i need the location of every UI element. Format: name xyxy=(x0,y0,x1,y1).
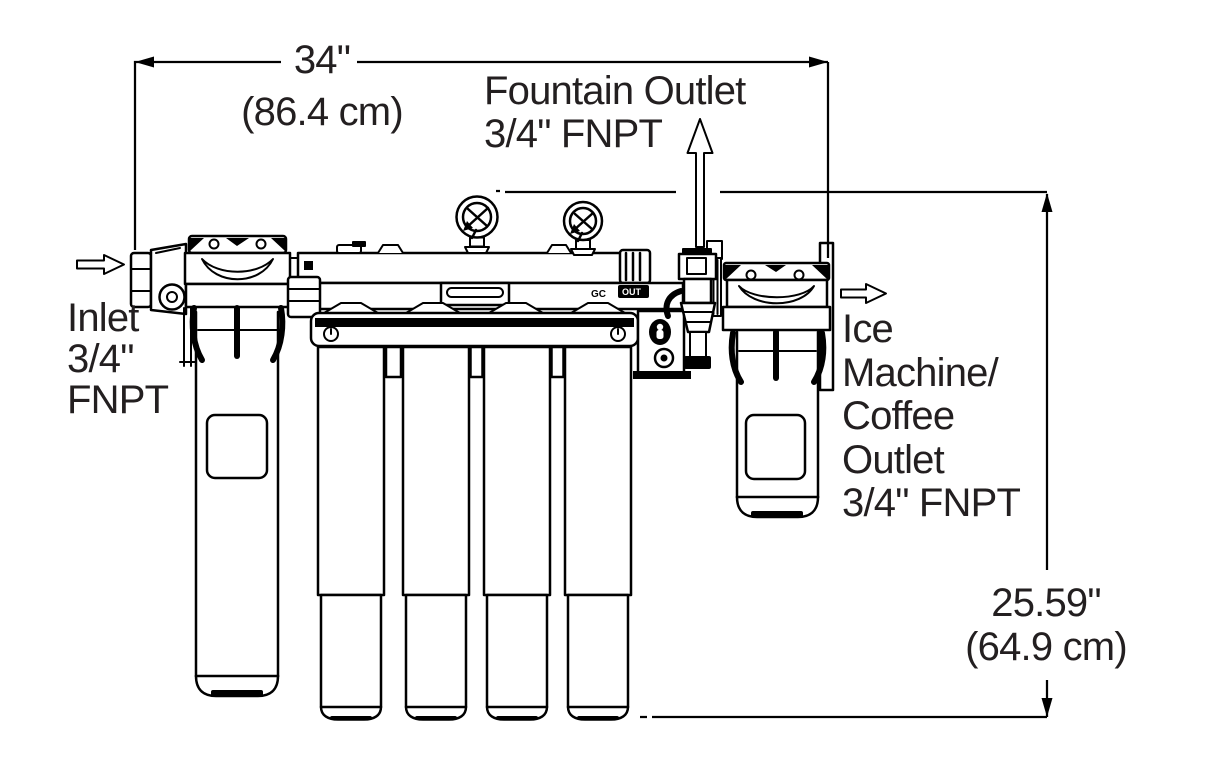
postfilter-label-area xyxy=(744,413,807,481)
fountain-outlet-line1: Fountain Outlet xyxy=(484,69,746,113)
fountain-flow-arrow-icon xyxy=(686,118,714,248)
fountain-outlet-line2: 3/4" FNPT xyxy=(484,112,663,156)
pressure-gauge-1 xyxy=(455,195,499,254)
prefilter-label-area xyxy=(205,413,269,480)
dim-width-inches: 34" xyxy=(293,38,351,82)
ice-machine-coffee-outlet-label: Ice Machine/ Coffee Outlet 3/4" FNPT xyxy=(842,307,1021,526)
dim-height-label: 25.59" (64.9 cm) xyxy=(946,581,1146,669)
manifold: GC OUT xyxy=(286,241,685,319)
inlet-fitting xyxy=(129,242,188,316)
ice-line3: Coffee xyxy=(842,394,955,438)
inlet-line2: 3/4" xyxy=(67,337,134,381)
outlet-valve-assembly xyxy=(633,240,723,379)
dim-width-metric: (86.4 cm) xyxy=(241,90,404,134)
right-postfilter xyxy=(721,241,835,519)
manifold-gc-label: GC xyxy=(591,289,606,300)
inlet-label: Inlet 3/4" FNPT xyxy=(67,296,169,422)
mounting-bracket xyxy=(309,311,640,348)
flow-arrows xyxy=(76,118,887,304)
fountain-outlet-label: Fountain Outlet 3/4" FNPT xyxy=(484,70,746,156)
left-prefilter xyxy=(179,234,301,698)
pressure-gauge-2 xyxy=(562,200,604,256)
dim-height-inches: 25.59" xyxy=(991,581,1101,625)
ice-flow-arrow-icon xyxy=(840,283,887,304)
inlet-line1: Inlet xyxy=(67,296,139,340)
ice-line1: Ice xyxy=(842,307,894,351)
ice-line4: Outlet xyxy=(842,437,945,482)
dim-width-label: 34" (86.4 cm) xyxy=(162,34,482,138)
dimension-lines xyxy=(133,56,1053,719)
ice-line2: Machine/ xyxy=(842,350,999,395)
manifold-out-label: OUT xyxy=(622,287,642,297)
ice-line5: 3/4" FNPT xyxy=(842,481,1021,525)
inlet-line3: FNPT xyxy=(67,378,169,422)
cartridge-bank xyxy=(316,345,633,721)
inlet-flow-arrow-icon xyxy=(76,254,125,275)
dim-height-metric: (64.9 cm) xyxy=(965,625,1128,669)
